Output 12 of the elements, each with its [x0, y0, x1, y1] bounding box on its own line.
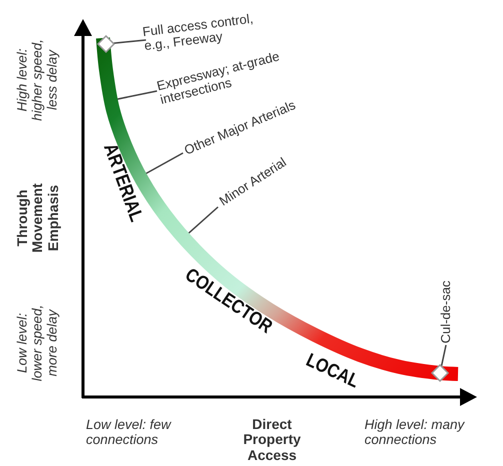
axis-title: Through Movement Emphasis	[14, 182, 62, 255]
leader-line	[440, 344, 447, 367]
callout-label: Full access control, e.g., Freeway	[142, 8, 284, 54]
axis-level-label: High level: higher speed, less delay	[16, 38, 60, 123]
diamond-marker	[96, 34, 116, 54]
axis-level-label: Low level: lower speed, more delay	[16, 304, 60, 384]
callout-label: Cul-de-sac	[438, 280, 454, 344]
diamond-marker	[430, 364, 450, 382]
leader-line	[113, 39, 146, 44]
axis-level-label: Low level: few connections	[86, 418, 172, 448]
axis-title: Direct Property Access	[242, 416, 302, 464]
axis-level-label: High level: many connections	[364, 418, 466, 448]
